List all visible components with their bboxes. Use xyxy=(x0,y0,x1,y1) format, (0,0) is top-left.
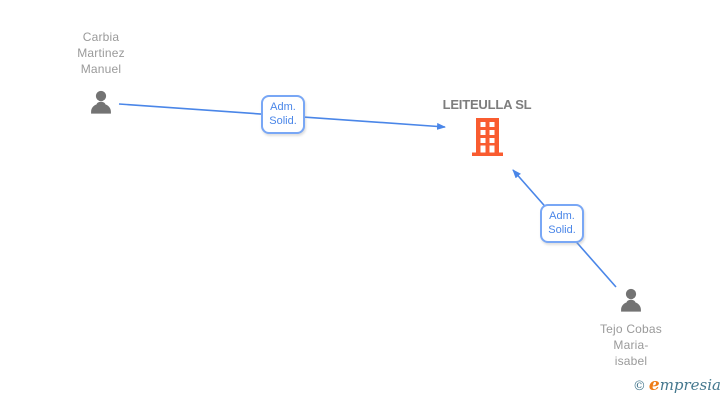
person-name-line: Tejo Cobas xyxy=(599,322,663,336)
person-name-line: Carbia xyxy=(82,30,120,44)
edge-label-line: Adm. xyxy=(270,101,296,113)
person-name-line: Manuel xyxy=(80,62,122,76)
logo-brand-text: mpresia xyxy=(659,376,721,394)
person-node-2[interactable] xyxy=(617,286,645,315)
edge-label-line: Adm. xyxy=(549,210,575,222)
edge-label-adm-solid-1: Adm. Solid. xyxy=(261,95,305,134)
person-icon xyxy=(91,90,111,114)
edge-label-adm-solid-2: Adm. Solid. xyxy=(540,204,584,243)
person-node-1[interactable] xyxy=(87,88,115,117)
logo-brand-initial: e xyxy=(648,375,660,395)
person-name-line: Martinez xyxy=(77,46,125,60)
person-node-label-2[interactable]: Tejo Cobas Maria- isabel xyxy=(566,321,696,369)
person-name-line: isabel xyxy=(614,354,648,368)
copyright-icon: © xyxy=(632,379,646,394)
person-node-label-1[interactable]: Carbia Martinez Manuel xyxy=(36,29,166,77)
building-icon xyxy=(472,118,503,156)
company-node-label[interactable]: LEITEULLA SL xyxy=(442,97,532,112)
company-node[interactable] xyxy=(471,117,504,157)
edge-label-line: Solid. xyxy=(548,224,576,236)
edge-label-line: Solid. xyxy=(269,115,297,127)
empresia-logo[interactable]: ©empresia xyxy=(633,375,721,395)
person-name-line: Maria- xyxy=(613,338,649,352)
person-icon xyxy=(621,288,641,312)
